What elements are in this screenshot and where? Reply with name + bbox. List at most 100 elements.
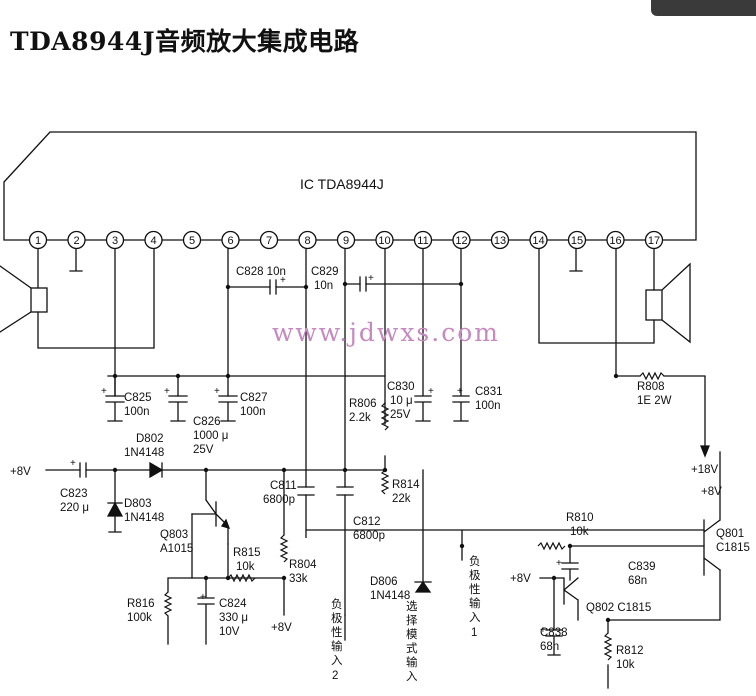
r804-body bbox=[279, 534, 289, 563]
ic-pin-number-6: 6 bbox=[227, 235, 233, 247]
svg-text:+: + bbox=[428, 386, 434, 397]
mode-select-input-label: 选择模式输入 bbox=[406, 600, 418, 683]
ic-pin-number-16: 16 bbox=[609, 235, 621, 247]
corner-tab bbox=[651, 0, 756, 16]
supply-plus8v-left: +8V bbox=[10, 466, 31, 478]
left-speaker-coil bbox=[30, 287, 48, 313]
c828-label: C828 10n bbox=[236, 266, 286, 278]
ic-pin-number-11: 11 bbox=[417, 235, 428, 247]
polarity-marks: +++ +++ +++ ++ bbox=[70, 273, 562, 636]
svg-text:+: + bbox=[101, 386, 107, 397]
ic-pin-number-12: 12 bbox=[455, 235, 467, 247]
supply-plus8v-q802: +8V bbox=[510, 573, 531, 585]
ic-pin-13 bbox=[490, 230, 510, 250]
svg-text:+: + bbox=[200, 592, 206, 603]
ic-label: IC TDA8944J bbox=[300, 176, 384, 192]
supply-plus18v: +18V bbox=[691, 464, 719, 476]
junctions bbox=[112, 281, 619, 623]
ic-pin-number-15: 15 bbox=[571, 235, 583, 247]
right-speaker-cone bbox=[661, 262, 691, 344]
ic-pin-number-7: 7 bbox=[266, 235, 272, 247]
right-speaker-coil bbox=[645, 289, 663, 321]
svg-text:+: + bbox=[164, 386, 170, 397]
ic-pin-3 bbox=[105, 230, 125, 250]
r814-body bbox=[380, 469, 390, 495]
ic-pin-8 bbox=[298, 230, 317, 250]
ic-pin-number-2: 2 bbox=[73, 235, 79, 247]
ic-body bbox=[3, 131, 697, 241]
svg-text:+: + bbox=[457, 386, 463, 397]
ic-pin-1 bbox=[28, 230, 48, 250]
r816-body bbox=[163, 591, 173, 617]
ic-pin-14 bbox=[529, 230, 548, 250]
supply-plus8v-right: +8V bbox=[701, 486, 722, 498]
ic-pin-number-9: 9 bbox=[343, 235, 349, 247]
ic-pin-5 bbox=[182, 230, 202, 250]
ic-pin-number-1: 1 bbox=[35, 235, 41, 247]
svg-text:+: + bbox=[540, 625, 546, 636]
ic-pin-15 bbox=[567, 230, 587, 250]
left-speaker-cone bbox=[0, 265, 32, 333]
supply-plus8v-bottom: +8V bbox=[271, 622, 292, 634]
ic-pin-number-4: 4 bbox=[150, 235, 156, 247]
watermark: www.jdwxs.com bbox=[272, 318, 500, 347]
ic-pin-number-17: 17 bbox=[648, 235, 660, 247]
ic-pin-7 bbox=[259, 230, 279, 250]
r810-body bbox=[537, 541, 566, 551]
ic-pin-6 bbox=[221, 230, 240, 250]
ic-pin-number-10: 10 bbox=[378, 235, 390, 247]
r806-body bbox=[380, 402, 390, 431]
ic-pin-number-13: 13 bbox=[494, 235, 506, 247]
ic-pin-number-5: 5 bbox=[189, 235, 195, 247]
r812-body bbox=[603, 632, 613, 661]
ic-pin-16 bbox=[606, 230, 625, 250]
ic-pin-2 bbox=[67, 230, 86, 250]
ic-pin-9 bbox=[336, 230, 356, 250]
supply-labels: +8V +8V +18V +8V +8V bbox=[10, 464, 722, 634]
ic-pin-number-3: 3 bbox=[112, 235, 118, 247]
q802-label: Q802 C1815 bbox=[586, 602, 651, 614]
svg-text:+: + bbox=[368, 273, 374, 284]
svg-text:+: + bbox=[556, 558, 562, 569]
ic-pin-12 bbox=[452, 230, 471, 250]
r815-body bbox=[227, 573, 256, 583]
ic-pin-17 bbox=[644, 230, 664, 250]
svg-text:+: + bbox=[280, 275, 286, 286]
svg-text:+: + bbox=[214, 386, 220, 397]
ic-pin-number-14: 14 bbox=[532, 235, 544, 247]
ic-pin-10 bbox=[375, 230, 394, 250]
ic-pin-4 bbox=[144, 230, 163, 250]
r808-body bbox=[639, 371, 665, 381]
ic-pin-11 bbox=[413, 230, 433, 250]
